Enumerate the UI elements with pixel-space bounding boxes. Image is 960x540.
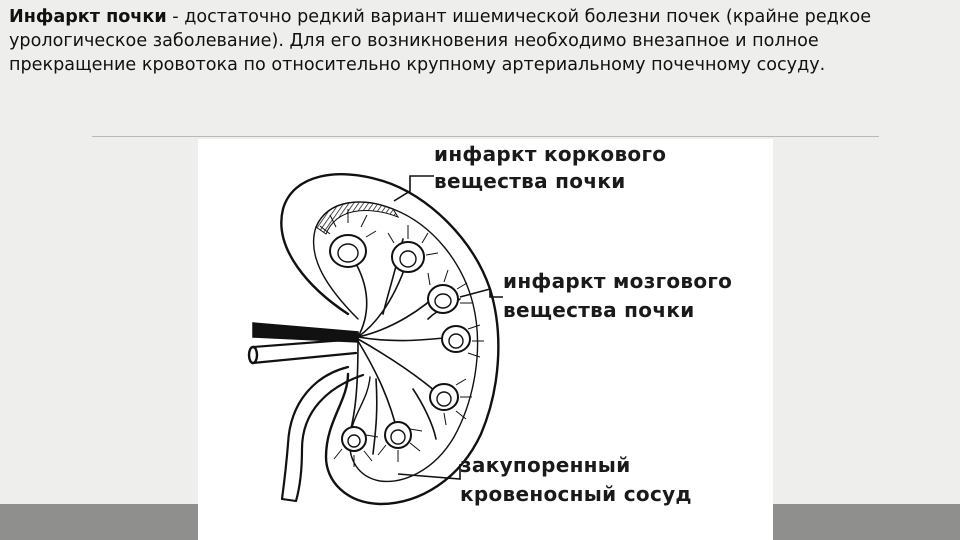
- label-cortex-line2: вещества почки: [434, 169, 626, 194]
- pointer-medulla: [460, 289, 503, 297]
- intro-paragraph: Инфаркт почки - достаточно редкий вариан…: [9, 5, 949, 77]
- label-vessel-line1: закупоренный: [460, 453, 631, 478]
- label-medulla-line1: инфаркт мозгового: [503, 269, 732, 294]
- label-cortex-line1: инфаркт коркового: [434, 142, 666, 167]
- kidney-diagram: инфаркт коркового вещества почки инфаркт…: [198, 139, 773, 540]
- intro-term: Инфаркт почки: [9, 7, 167, 27]
- renal-vein: [253, 339, 358, 363]
- cortical-infarct: [316, 202, 398, 234]
- blocked-artery: [253, 323, 358, 342]
- kidney-illustration: [198, 139, 773, 540]
- divider-line: [92, 136, 879, 137]
- label-medulla-line2: вещества почки: [503, 298, 695, 323]
- label-vessel-line2: кровеносный сосуд: [460, 482, 692, 507]
